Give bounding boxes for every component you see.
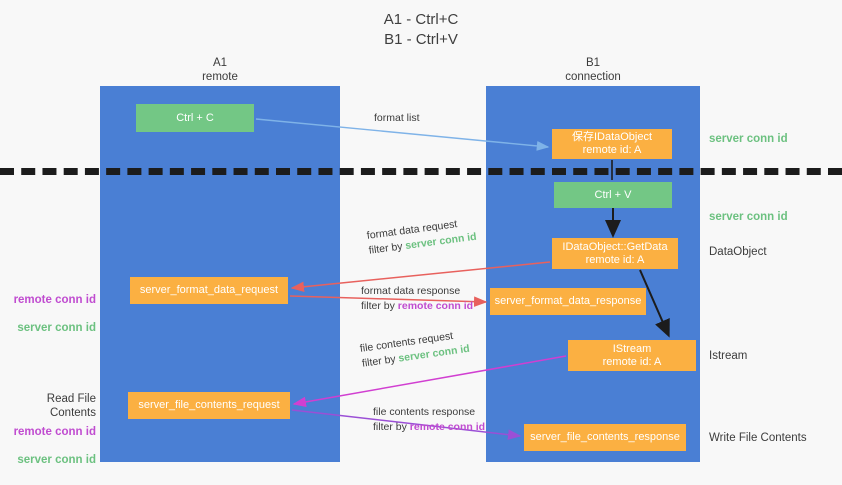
filter-prefix: filter by	[373, 421, 410, 433]
filter-prefix: filter by	[361, 352, 400, 370]
filter-prefix: filter by	[361, 300, 398, 312]
node-server-format-data-response[interactable]: server_format_data_response	[490, 288, 646, 315]
edge-label-file-contents-response: file contents response filter by remote …	[373, 405, 485, 435]
filter-value-remote-conn-id: remote conn id	[409, 421, 486, 433]
edge-label-format-data-response-text: format data response	[361, 285, 461, 297]
node-ctrl-c[interactable]: Ctrl + C	[136, 104, 254, 132]
filter-prefix: filter by	[368, 240, 407, 257]
edge-label-file-contents-request: file contents request filter by server c…	[359, 327, 471, 372]
right-label-istream: Istream	[709, 350, 748, 362]
left-label-conn-ids-2: remote conn id server conn id	[8, 411, 96, 481]
node-ctrl-v[interactable]: Ctrl + V	[554, 182, 672, 208]
node-idataobject-getdata[interactable]: IDataObject::GetData remote id: A	[552, 238, 678, 269]
left-label-remote-conn-id-2: remote conn id	[13, 426, 96, 438]
page-title: A1 - Ctrl+C B1 - Ctrl+V	[383, 11, 459, 48]
node-server-file-contents-response[interactable]: server_file_contents_response	[524, 424, 686, 451]
left-label-read-file-contents: Read File Contents	[46, 393, 96, 419]
node-save-idataobject[interactable]: 保存IDataObject remote id: A	[552, 129, 672, 159]
right-label-write-file-contents: Write File Contents	[709, 432, 807, 444]
edge-label-format-list: format list	[374, 112, 420, 124]
edge-label-file-contents-response-text: file contents response	[373, 406, 476, 418]
node-server-format-data-request[interactable]: server_format_data_request	[130, 277, 288, 304]
lane-b1-title: B1 connection	[565, 57, 621, 83]
left-label-conn-ids-1: remote conn id server conn id	[8, 279, 96, 349]
left-label-remote-conn-id-1: remote conn id	[13, 294, 96, 306]
filter-value-remote-conn-id: remote conn id	[397, 300, 474, 312]
node-server-file-contents-request[interactable]: server_file_contents_request	[128, 392, 290, 419]
edge-label-format-data-request: format data request filter by server con…	[366, 215, 478, 259]
lane-a1-title: A1 remote	[202, 57, 238, 83]
right-label-server-conn-id-mid: server conn id	[709, 211, 788, 223]
edge-label-format-data-response-filter: filter by remote conn id	[361, 299, 473, 314]
left-label-server-conn-id-1: server conn id	[17, 322, 96, 334]
node-istream[interactable]: IStream remote id: A	[568, 340, 696, 371]
left-label-server-conn-id-2: server conn id	[17, 454, 96, 466]
right-label-dataobject: DataObject	[709, 246, 767, 258]
edge-label-format-data-response: format data response filter by remote co…	[361, 284, 473, 314]
right-label-server-conn-id-top: server conn id	[709, 133, 788, 145]
edge-label-file-contents-response-filter: filter by remote conn id	[373, 420, 485, 435]
clipboard-boundary-divider	[0, 168, 842, 175]
